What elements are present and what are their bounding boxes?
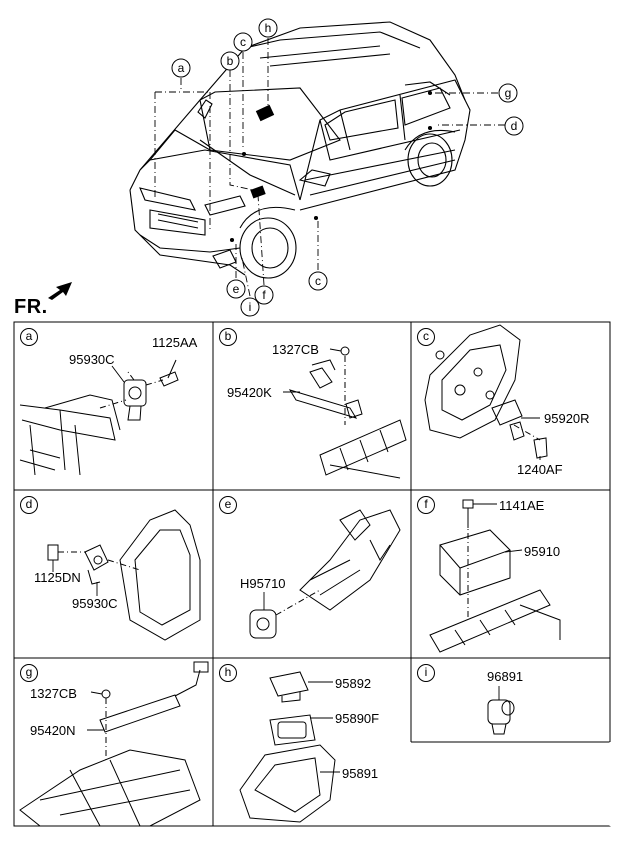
panel-g-letter: g xyxy=(20,664,38,682)
part-d-1125DN: 1125DN xyxy=(34,570,81,585)
part-h-95891: 95891 xyxy=(342,766,379,781)
callout-bubbles: a b c h g d c i e f xyxy=(171,18,524,317)
callout-a: a xyxy=(171,58,191,78)
panel-f-drawing xyxy=(429,499,561,653)
panel-d-drawing xyxy=(47,509,201,641)
part-a-1125AA: 1125AA xyxy=(152,335,198,350)
callout-f-letter: f xyxy=(262,288,266,302)
part-f-1141AE: 1141AE xyxy=(499,498,545,513)
panel-e-drawing xyxy=(249,509,401,639)
part-f-95910: 95910 xyxy=(524,544,561,559)
panel-c-drawing xyxy=(424,324,548,459)
front-direction-label: FR. xyxy=(14,296,48,318)
callout-d-letter: d xyxy=(511,119,518,133)
callout-h-letter: h xyxy=(265,21,272,35)
part-i-96891: 96891 xyxy=(487,669,524,684)
panel-b-letter: b xyxy=(219,328,237,346)
part-h-95892: 95892 xyxy=(335,676,372,691)
part-b-95420K: 95420K xyxy=(227,385,272,400)
panel-h-letter: h xyxy=(219,664,237,682)
callout-c-letter: c xyxy=(240,35,246,49)
callout-f: f xyxy=(254,285,274,305)
panel-a-drawing xyxy=(19,359,179,476)
part-e-H95710: H95710 xyxy=(240,576,286,591)
callout-i-letter: i xyxy=(249,300,252,314)
callout-g-letter: g xyxy=(505,86,512,100)
panel-a-letter: a xyxy=(20,328,38,346)
callout-e: e xyxy=(226,279,246,299)
part-g-95420N: 95420N xyxy=(30,723,76,738)
part-c-95920R: 95920R xyxy=(544,411,590,426)
callout-e-letter: e xyxy=(233,282,240,296)
panel-d-letter: d xyxy=(20,496,38,514)
panel-h-drawing xyxy=(239,671,336,823)
callout-d: d xyxy=(504,116,524,136)
part-b-1327CB: 1327CB xyxy=(272,342,319,357)
part-a-95930C: 95930C xyxy=(69,352,115,367)
part-d-95930C: 95930C xyxy=(72,596,118,611)
callout-c2-letter: c xyxy=(315,274,321,288)
callout-h: h xyxy=(258,18,278,38)
part-c-1240AF: 1240AF xyxy=(517,462,563,477)
panel-i-letter: i xyxy=(417,664,435,682)
part-h-95890F: 95890F xyxy=(335,711,380,726)
panel-c-letter: c xyxy=(417,328,435,346)
panel-e-letter: e xyxy=(219,496,237,514)
callout-i: i xyxy=(240,297,260,317)
part-g-1327CB: 1327CB xyxy=(30,686,77,701)
callout-g: g xyxy=(498,83,518,103)
panel-f-letter: f xyxy=(417,496,435,514)
callout-a-letter: a xyxy=(178,61,185,75)
callout-b-letter: b xyxy=(227,54,234,68)
callout-b: b xyxy=(220,51,240,71)
vehicle-overview xyxy=(48,21,505,300)
callout-c-top: c xyxy=(233,32,253,52)
callout-c-bottom: c xyxy=(308,271,328,291)
